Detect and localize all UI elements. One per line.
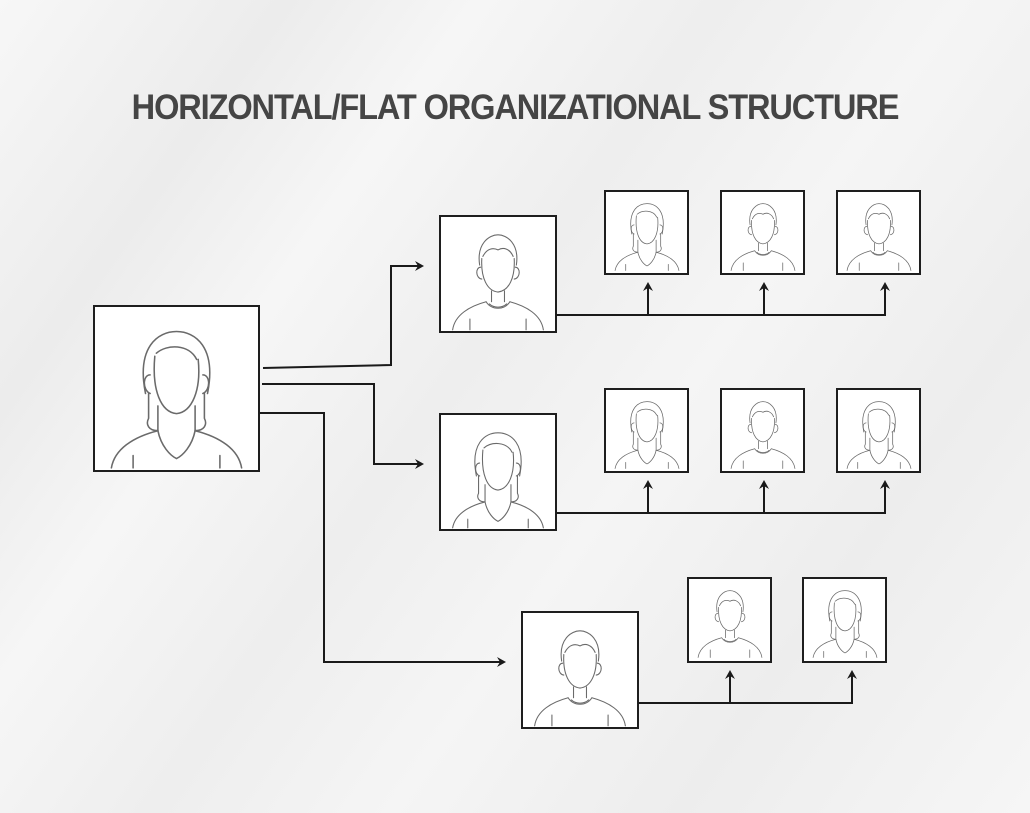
team-1-manager [439,215,557,333]
team-1 [439,190,921,333]
team-2 [439,388,921,531]
root-connectors [260,261,506,667]
team-3-manager [521,611,639,729]
connector-team-1 [556,282,890,316]
team-3 [521,577,887,729]
connector-to-team-2 [262,383,424,469]
connector-to-team-3 [260,412,506,667]
connector-to-team-1 [262,261,424,369]
team-2-manager [439,413,557,531]
team-2-member-1 [604,388,689,473]
team-2-member-3 [836,388,921,473]
diagram-title: HORIZONTAL/FLAT ORGANIZATIONAL STRUCTURE [131,88,900,127]
team-1-member-1 [604,190,689,275]
connector-team-3 [638,670,857,704]
connector-team-2 [556,480,890,514]
root-node [93,305,260,472]
